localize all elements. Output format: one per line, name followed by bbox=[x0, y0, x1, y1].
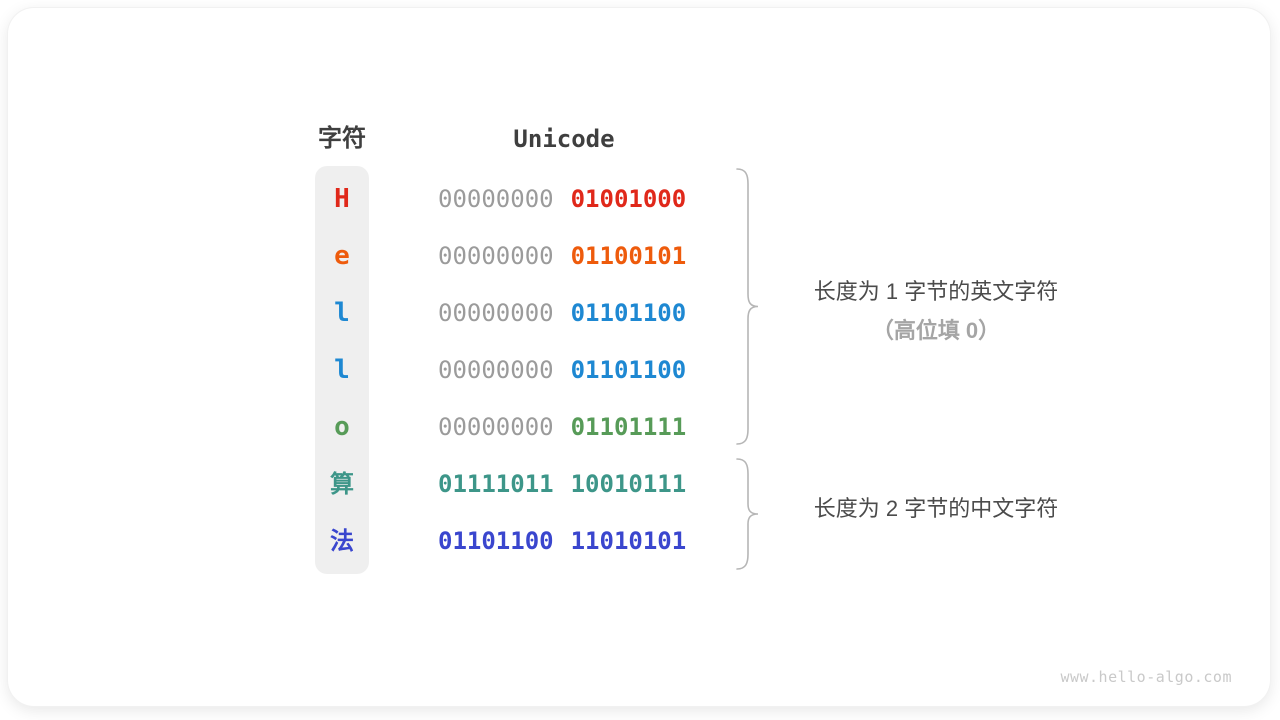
low-byte: 11010101 bbox=[570, 527, 687, 555]
high-byte: 00000000 bbox=[438, 356, 554, 384]
low-byte: 10010111 bbox=[570, 470, 687, 498]
low-byte: 01101100 bbox=[570, 299, 687, 327]
binary-value-o: 00000000 01101111 bbox=[438, 412, 858, 442]
annotation-one-byte-english: 长度为 1 字节的英文字符 bbox=[813, 279, 1059, 304]
binary-value-l2: 00000000 01101100 bbox=[438, 355, 858, 385]
char-cell-fa: 法 bbox=[330, 527, 354, 555]
char-column-background bbox=[315, 166, 369, 574]
binary-value-H: 00000000 01001000 bbox=[438, 184, 858, 214]
binary-value-e: 00000000 01100101 bbox=[438, 241, 858, 271]
high-byte: 00000000 bbox=[438, 299, 554, 327]
char-cell-o: o bbox=[334, 412, 350, 442]
unicode-column-header: Unicode bbox=[513, 125, 615, 153]
binary-value-suan: 01111011 10010111 bbox=[438, 469, 858, 499]
char-cell-e: e bbox=[334, 241, 350, 271]
high-byte: 01111011 bbox=[438, 470, 554, 498]
binary-value-fa: 01101100 11010101 bbox=[438, 526, 858, 556]
char-cell-suan: 算 bbox=[330, 470, 354, 498]
low-byte: 01101100 bbox=[570, 356, 687, 384]
low-byte: 01100101 bbox=[570, 242, 687, 270]
char-cell-H: H bbox=[334, 184, 350, 214]
high-byte: 00000000 bbox=[438, 185, 554, 213]
low-byte: 01001000 bbox=[570, 185, 687, 213]
low-byte: 01101111 bbox=[570, 413, 687, 441]
high-byte: 00000000 bbox=[438, 242, 554, 270]
annotation-high-bits-padding: （高位填 0） bbox=[871, 318, 1001, 343]
curly-brace-chinese-group-icon bbox=[735, 458, 759, 570]
curly-brace-english-group-icon bbox=[735, 168, 759, 445]
char-cell-l1: l bbox=[334, 298, 350, 328]
watermark: www.hello-algo.com bbox=[1060, 668, 1232, 686]
high-byte: 00000000 bbox=[438, 413, 554, 441]
char-column-header: 字符 bbox=[318, 125, 366, 152]
diagram-card: 字符 Unicode H e l l o 算 法 00000000 0100100… bbox=[8, 8, 1270, 706]
high-byte: 01101100 bbox=[438, 527, 554, 555]
binary-value-l1: 00000000 01101100 bbox=[438, 298, 858, 328]
char-cell-l2: l bbox=[334, 355, 350, 385]
annotation-two-byte-chinese: 长度为 2 字节的中文字符 bbox=[813, 496, 1059, 521]
